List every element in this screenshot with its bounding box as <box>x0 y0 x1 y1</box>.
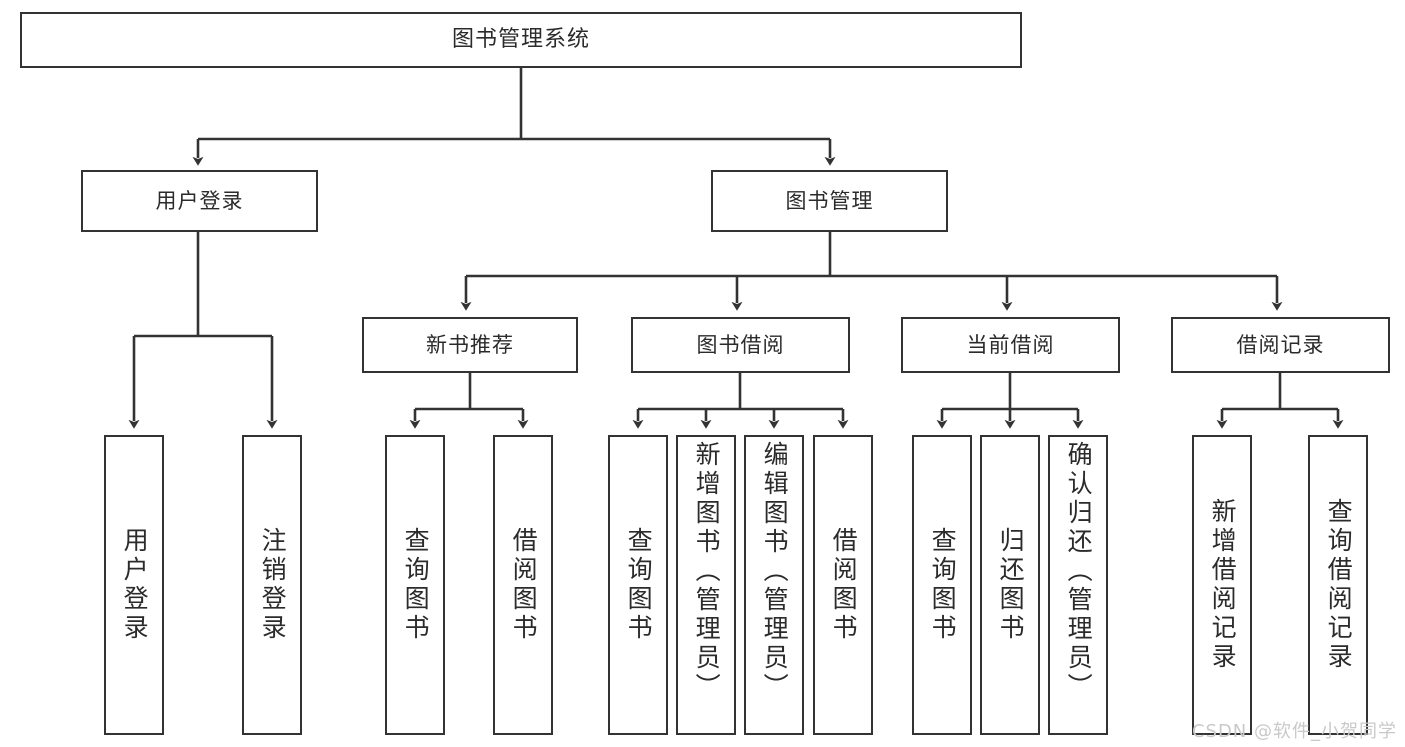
node-current-borrow-label: 当前借阅 <box>966 332 1055 357</box>
node-book-borrow[interactable]: 图书借阅 <box>631 317 850 373</box>
leaf-query-books-current[interactable]: 查询图书 <box>912 435 972 735</box>
leaf-query-borrow-record[interactable]: 查询借阅记录 <box>1308 435 1368 735</box>
leaf-edit-book-admin[interactable]: 编辑图书（管理员） <box>744 435 804 735</box>
node-current-borrow[interactable]: 当前借阅 <box>901 317 1120 373</box>
leaf-add-book-admin[interactable]: 新增图书（管理员） <box>676 435 736 735</box>
leaf-return-books-label: 归还图书 <box>996 527 1026 643</box>
node-root-label: 图书管理系统 <box>451 27 590 53</box>
leaf-add-book-admin-label: 新增图书（管理员） <box>692 441 722 702</box>
leaf-borrow-books-borrow-label: 借阅图书 <box>829 527 859 643</box>
node-new-book-recommend-label: 新书推荐 <box>426 332 514 357</box>
leaf-logout-label: 注销登录 <box>258 527 288 643</box>
leaf-query-borrow-record-label: 查询借阅记录 <box>1324 498 1354 672</box>
leaf-query-books-borrow[interactable]: 查询图书 <box>608 435 668 735</box>
leaf-user-login-label: 用户登录 <box>120 527 150 643</box>
node-book-borrow-label: 图书借阅 <box>696 332 785 357</box>
csdn-watermark: CSDN @软件_小贺同学 <box>1191 721 1397 742</box>
leaf-user-login[interactable]: 用户登录 <box>104 435 164 735</box>
leaf-query-books-current-label: 查询图书 <box>928 527 958 643</box>
leaf-add-borrow-record[interactable]: 新增借阅记录 <box>1192 435 1252 735</box>
leaf-add-borrow-record-label: 新增借阅记录 <box>1208 498 1238 672</box>
node-user-login-label: 用户登录 <box>155 188 244 213</box>
leaf-edit-book-admin-label: 编辑图书（管理员） <box>760 441 790 702</box>
node-book-management-label: 图书管理 <box>785 188 874 213</box>
leaf-query-books-newbook[interactable]: 查询图书 <box>385 435 445 735</box>
node-book-management[interactable]: 图书管理 <box>711 170 948 232</box>
leaf-confirm-return-admin-label: 确认归还（管理员） <box>1064 441 1094 702</box>
node-borrow-records-label: 借阅记录 <box>1236 332 1325 357</box>
leaf-query-books-borrow-label: 查询图书 <box>624 527 654 643</box>
leaf-return-books[interactable]: 归还图书 <box>980 435 1040 735</box>
node-user-login[interactable]: 用户登录 <box>81 170 318 232</box>
leaf-logout[interactable]: 注销登录 <box>242 435 302 735</box>
node-borrow-records[interactable]: 借阅记录 <box>1171 317 1390 373</box>
leaf-borrow-books-newbook[interactable]: 借阅图书 <box>493 435 553 735</box>
leaf-borrow-books-borrow[interactable]: 借阅图书 <box>813 435 873 735</box>
leaf-query-books-newbook-label: 查询图书 <box>401 527 431 643</box>
node-root[interactable]: 图书管理系统 <box>20 12 1022 68</box>
leaf-confirm-return-admin[interactable]: 确认归还（管理员） <box>1048 435 1108 735</box>
leaf-borrow-books-newbook-label: 借阅图书 <box>509 527 539 643</box>
node-new-book-recommend[interactable]: 新书推荐 <box>362 317 578 373</box>
